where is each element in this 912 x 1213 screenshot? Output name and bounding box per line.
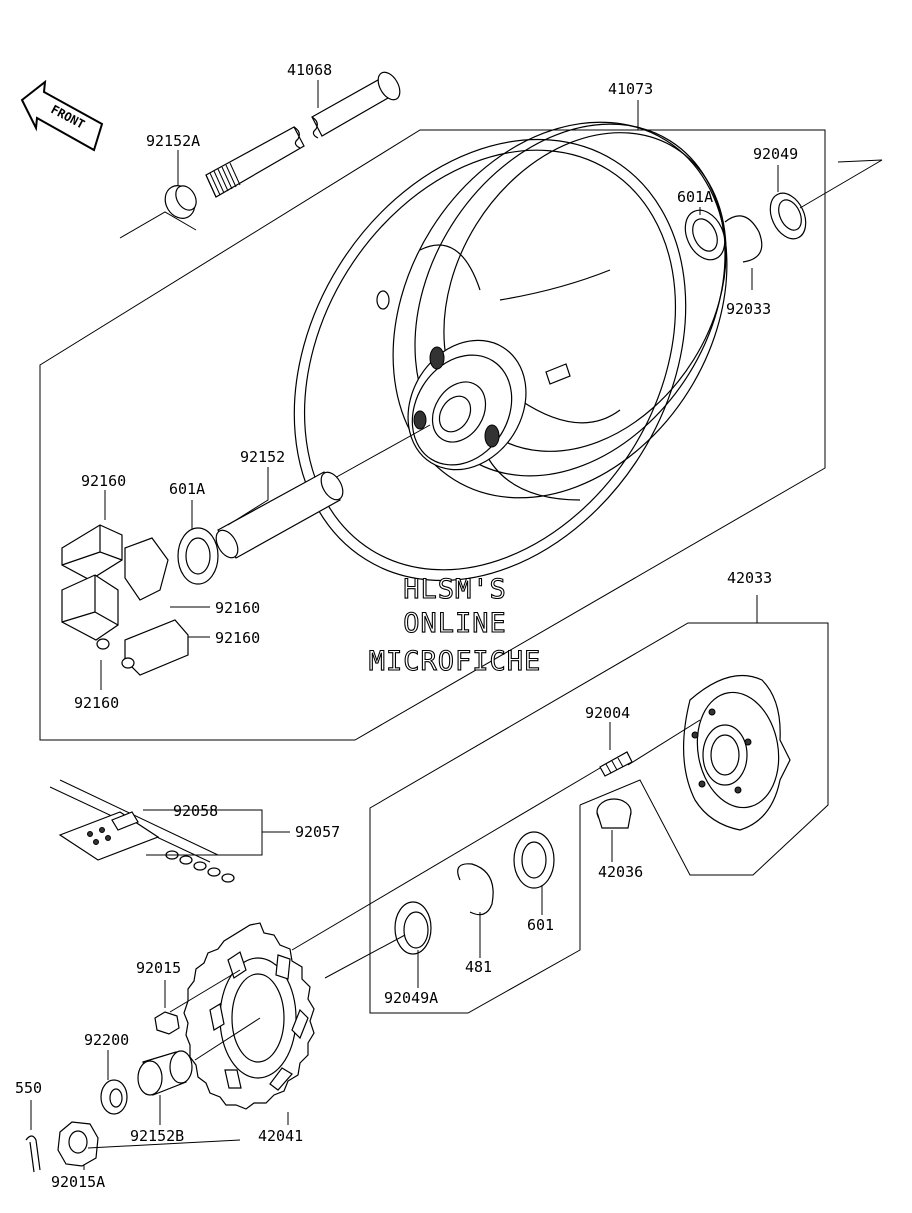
circlip-481 [457,863,494,916]
label-92160-top: 92160 [81,472,126,490]
label-601a-top: 601A [677,188,713,206]
circlip-92033 [724,215,763,263]
label-92057: 92057 [295,823,340,841]
label-92160-bottom: 92160 [74,694,119,712]
label-550: 550 [15,1079,42,1097]
label-601: 601 [527,916,554,934]
label-41068: 41068 [287,61,332,79]
label-42036: 42036 [598,863,643,881]
label-42033: 42033 [727,569,772,587]
rear-sprocket [183,922,315,1110]
bearing-601a-left [177,527,219,585]
rear-wheel [293,121,728,582]
nut-92015 [154,1011,180,1035]
stud-92004 [599,751,633,777]
cotter-pin-550 [25,1135,41,1173]
label-92200: 92200 [84,1031,129,1049]
watermark-line1: HLSM'S [403,574,507,605]
drive-chain [49,779,235,883]
collar-42036 [596,798,632,829]
axle [205,71,401,198]
label-92058: 92058 [173,802,218,820]
label-92033: 92033 [726,300,771,318]
collar-92152a [164,185,197,219]
seal-92049 [769,192,807,240]
watermark-line3: MICROFICHE [369,646,542,677]
sprocket-hub [682,674,791,831]
collar-92152 [215,471,344,559]
washer-92200 [100,1079,128,1115]
label-92152b: 92152B [130,1127,184,1145]
castle-nut-92015a [57,1121,99,1167]
label-92152: 92152 [240,448,285,466]
label-92152a: 92152A [146,132,200,150]
front-arrow-icon: FRONT [20,79,104,152]
label-92160-lower: 92160 [215,629,260,647]
label-481: 481 [465,958,492,976]
label-42041: 42041 [258,1127,303,1145]
collar-92152b [137,1050,193,1096]
label-92049: 92049 [753,145,798,163]
watermark-line2: ONLINE [403,608,507,639]
label-92015: 92015 [136,959,181,977]
damper-rubbers [61,524,189,676]
label-41073: 41073 [608,80,653,98]
seal-92049a [394,901,432,955]
sprocket-hub-outline [579,595,829,876]
bearing-601 [513,831,555,889]
label-92160-mid: 92160 [215,599,260,617]
label-92004: 92004 [585,704,630,722]
bearing-601a-top [684,209,726,261]
label-92015a: 92015A [51,1173,105,1191]
wheel-assembly-outline [39,129,826,741]
label-92049a: 92049A [384,989,438,1007]
label-601a-left: 601A [169,480,205,498]
